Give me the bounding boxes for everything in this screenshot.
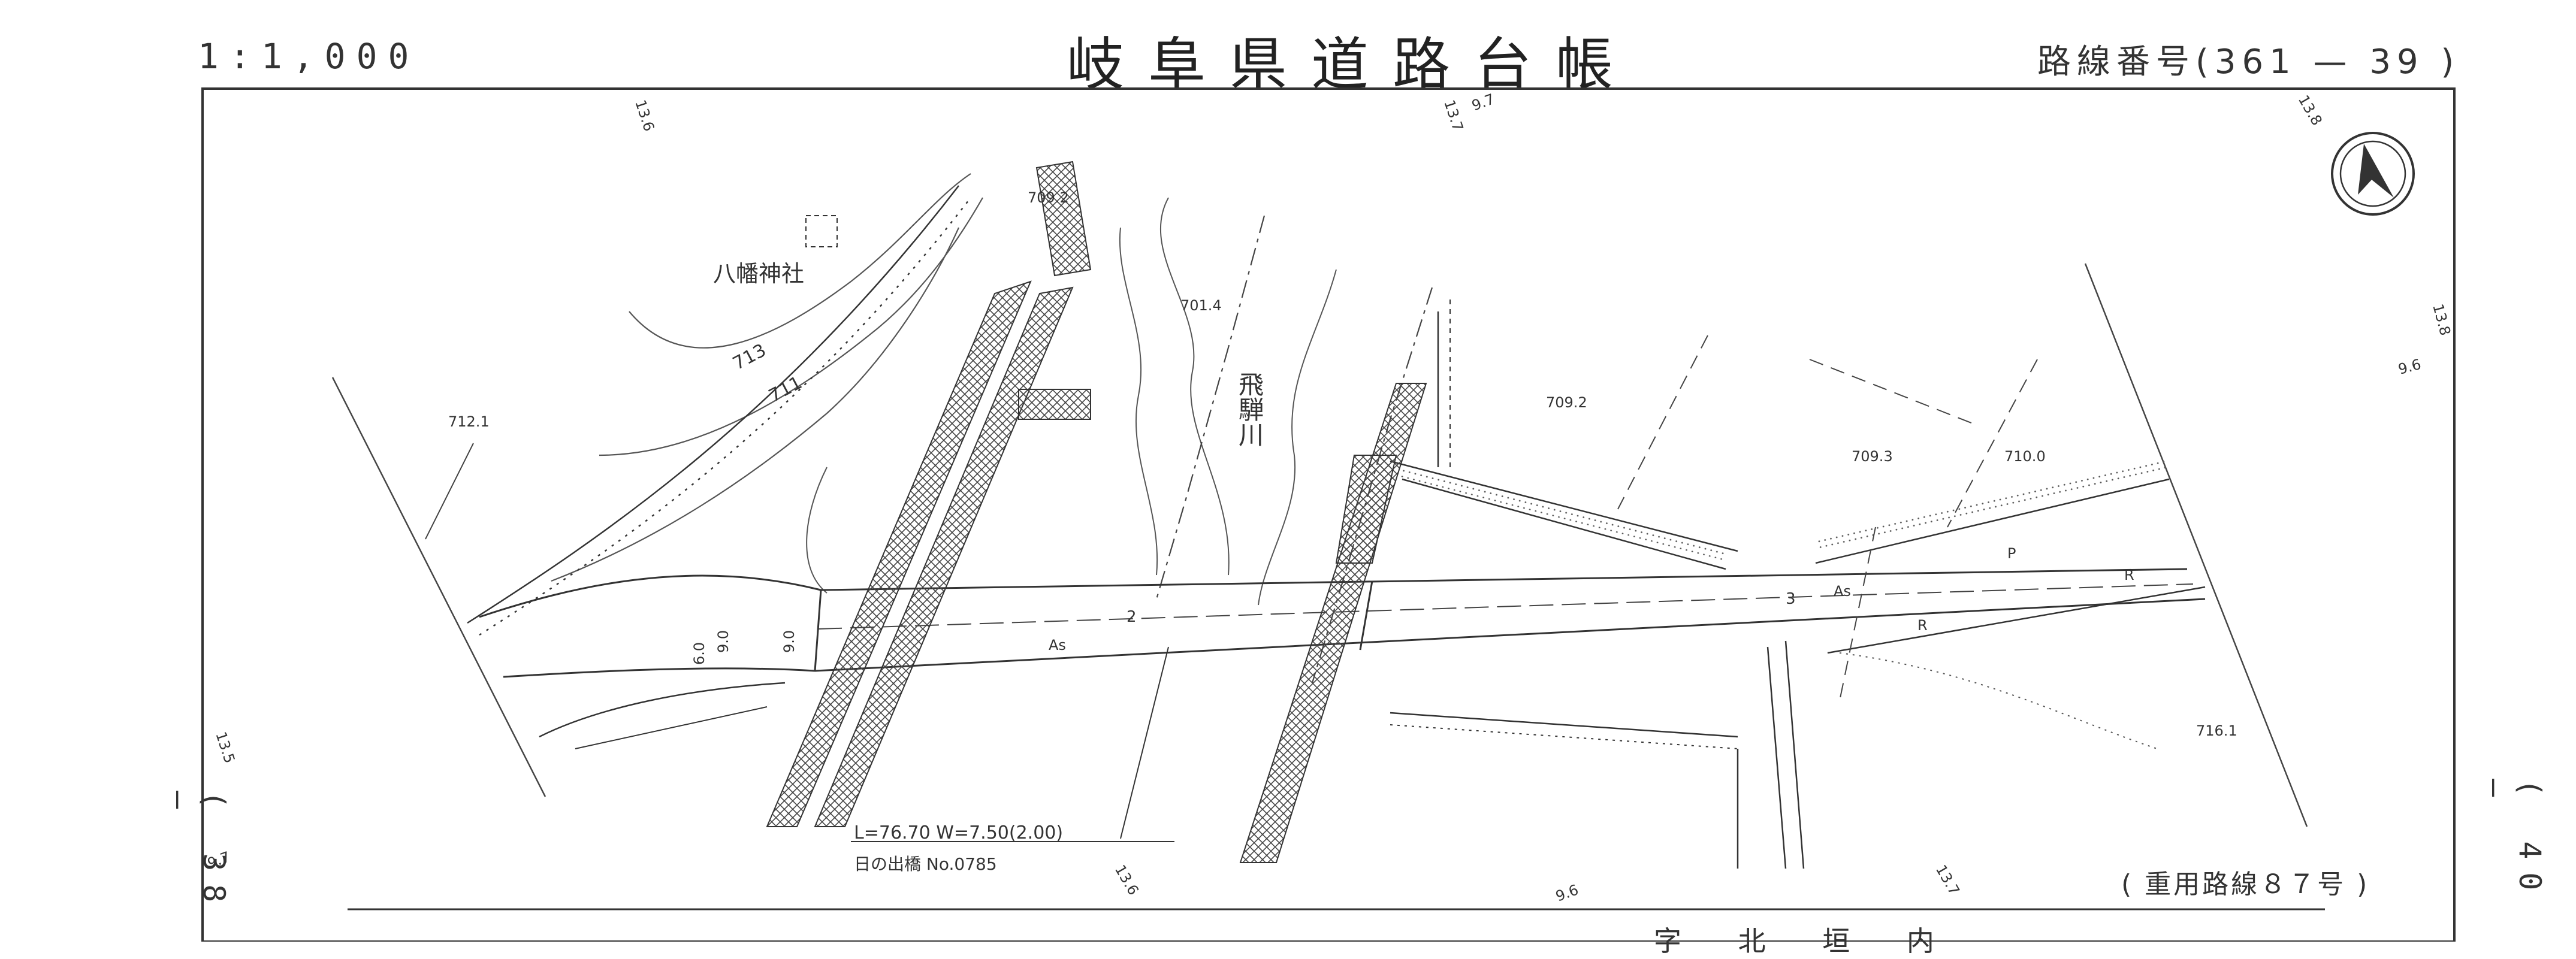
edge-mark: 13.5 — [212, 730, 238, 765]
road-mark: 2 — [1127, 608, 1137, 626]
contour-label: 711 — [765, 372, 805, 407]
river-label: 飛騨川 — [1235, 371, 1264, 447]
road-mark: As — [1834, 583, 1851, 600]
elevation-label: 709.2 — [1546, 394, 1587, 411]
shrine-symbol — [805, 215, 838, 247]
road-mark: R — [1917, 617, 1928, 634]
contour-713 — [629, 173, 971, 349]
road-mark: 3 — [1786, 590, 1796, 608]
road-mark: P — [2007, 545, 2016, 562]
north-arrow-icon — [2331, 132, 2415, 216]
edge-mark: 13.7 — [1932, 862, 1963, 898]
route-number: 路線番号(361 — 39 ) — [2037, 43, 2460, 81]
edge-mark: 9.6 — [1553, 881, 1580, 904]
contour-711 — [599, 197, 983, 456]
edge-mark: 13.6 — [1112, 862, 1142, 898]
shrine-label: 八幡神社 — [713, 261, 804, 287]
edge-mark: 13.7 — [1440, 98, 1466, 133]
bridge-name: 日の出橋 No.0785 — [854, 854, 997, 874]
contour-label: 713 — [729, 340, 769, 374]
road-mark: As — [1049, 637, 1066, 654]
edge-mark: 9.7 — [1469, 90, 1496, 114]
overlap-route-note: ( 重用路線８７号 ) — [2121, 869, 2370, 900]
width-label: 9.0 — [781, 630, 798, 653]
edge-mark: 13.8 — [2429, 302, 2454, 337]
edge-mark: 13.8 — [2295, 92, 2326, 128]
map-frame — [201, 87, 2456, 942]
edge-mark: 13.6 — [632, 98, 657, 133]
place-name: 字 北 垣 内 — [1654, 925, 1958, 957]
prev-sheet-number: ( 38 — — [162, 791, 231, 916]
elevation-label: 712.1 — [448, 413, 490, 430]
map-title: 岐阜県道路台帳 — [1067, 31, 1637, 98]
elevation-label: 709.2 — [1028, 189, 1069, 206]
elevation-label: 701.4 — [1180, 297, 1222, 314]
width-label: 9.0 — [715, 630, 732, 653]
next-sheet-number: ( 40 — — [2478, 779, 2547, 904]
map-scale: 1:1,000 — [198, 36, 420, 77]
elevation-label: 716.1 — [2196, 722, 2237, 739]
width-label: 6.0 — [691, 642, 708, 665]
edge-mark: 9.6 — [2396, 356, 2423, 378]
road-mark: R — [2124, 567, 2134, 583]
elevation-label: 710.0 — [2004, 448, 2046, 465]
elevation-label: 709.3 — [1852, 448, 1893, 465]
bridge-dims: L=76.70 W=7.50(2.00) — [854, 822, 1063, 843]
